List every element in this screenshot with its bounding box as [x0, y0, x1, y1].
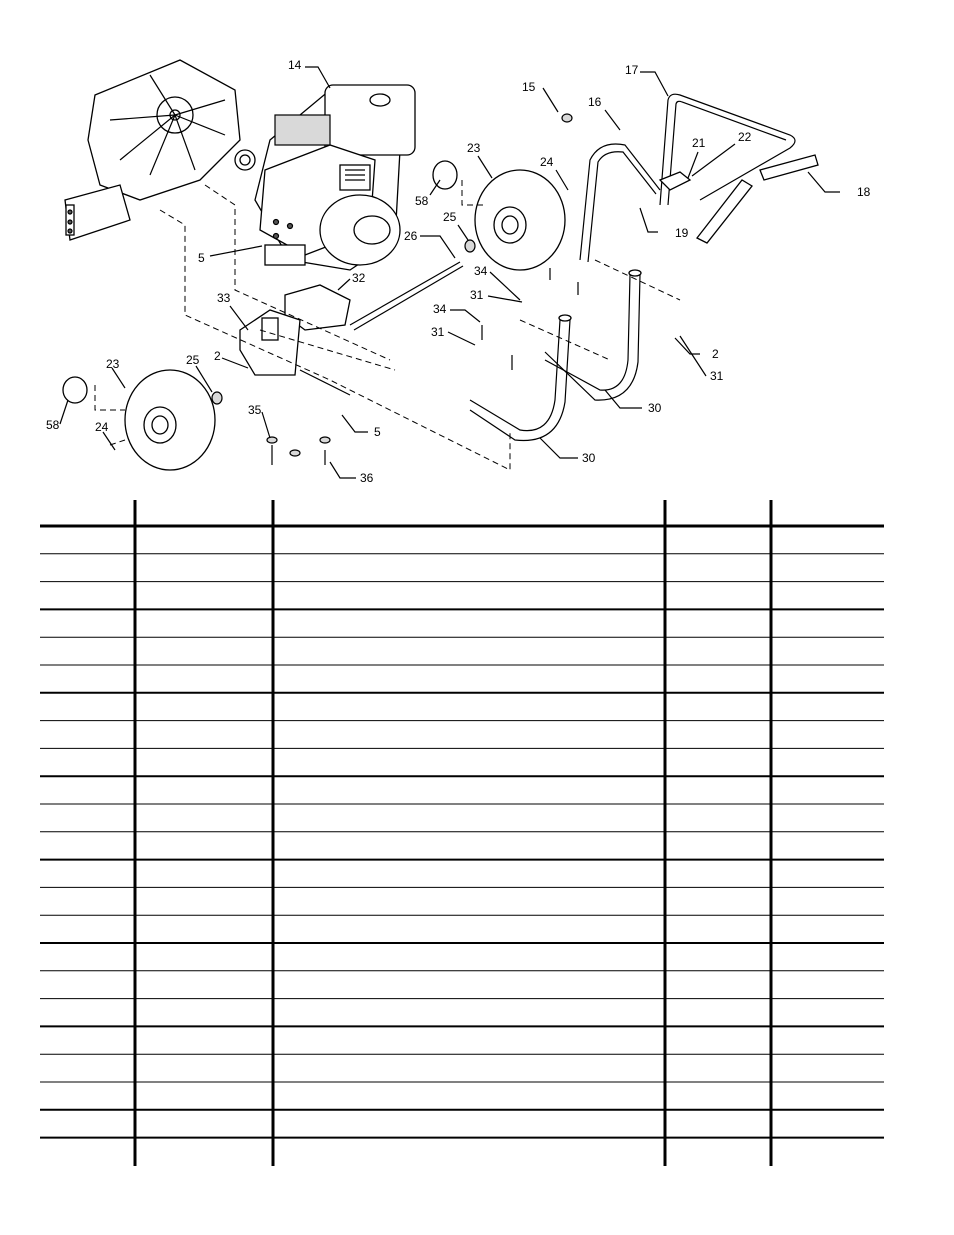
callout-34-top: 34: [474, 264, 488, 278]
callout-22: 22: [738, 130, 752, 144]
handle-assembly: [561, 93, 819, 263]
callout-23-right: 23: [467, 141, 481, 155]
callout-24-right: 24: [540, 155, 554, 169]
callout-15: 15: [522, 80, 536, 94]
callout-30-bottom: 30: [582, 451, 596, 465]
wheel-right: [432, 160, 566, 271]
callout-33: 33: [217, 291, 231, 305]
callout-14: 14: [288, 58, 302, 72]
exploded-parts-diagram: 14 15 16 17 18 19 21 22 23 24 58 25 26 5…: [46, 58, 871, 485]
callout-25-right: 25: [443, 210, 457, 224]
callout-17: 17: [625, 63, 639, 77]
callout-5-bottom: 5: [374, 425, 381, 439]
callout-26: 26: [404, 229, 418, 243]
callout-2-right: 2: [712, 347, 719, 361]
wheel-left: [62, 369, 223, 471]
axle: [349, 261, 464, 331]
parts-list-table: [40, 500, 884, 1166]
callout-35: 35: [248, 403, 262, 417]
callout-58-right: 58: [415, 194, 429, 208]
callout-21: 21: [692, 136, 706, 150]
leader-lines: [59, 66, 840, 479]
frame-legs: [469, 269, 642, 442]
callout-34-mid: 34: [433, 302, 447, 316]
mount-brackets: [239, 284, 351, 376]
callout-58-left: 58: [46, 418, 60, 432]
callout-23-left: 23: [106, 357, 120, 371]
engine: [234, 84, 416, 271]
hardware: [266, 268, 579, 465]
callout-18: 18: [857, 185, 871, 199]
callout-19: 19: [675, 226, 689, 240]
callout-5-top: 5: [198, 251, 205, 265]
callout-16: 16: [588, 95, 602, 109]
callout-25-left: 25: [186, 353, 200, 367]
callout-32: 32: [352, 271, 366, 285]
callout-31-top: 31: [470, 288, 484, 302]
callout-31-mid: 31: [431, 325, 445, 339]
callout-31-right: 31: [710, 369, 724, 383]
callout-30-right: 30: [648, 401, 662, 415]
blower-housing: [64, 59, 241, 241]
callout-24-left: 24: [95, 420, 109, 434]
callout-36: 36: [360, 471, 374, 485]
callout-2-left: 2: [214, 349, 221, 363]
assembly-lines: [94, 180, 681, 471]
